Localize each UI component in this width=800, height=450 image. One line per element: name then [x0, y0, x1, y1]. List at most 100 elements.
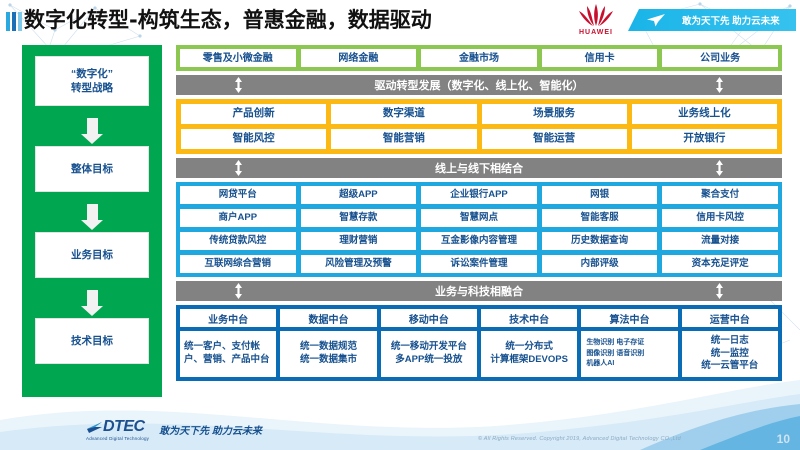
channel-item[interactable]: 智慧网点: [421, 209, 537, 227]
dtec-branding: DTEC Advanced Digital Technology 敢为天下先 助…: [86, 418, 262, 441]
strategy-arrow-1: [35, 106, 149, 146]
channels-row-2: 商户APP 智慧存款 智慧网点 智能客服 信用卡风控: [180, 209, 778, 227]
channels-row-3: 传统贷款风控 理财营销 互金影像内容管理 历史数据查询 流量对接: [180, 232, 778, 250]
midplatform-body[interactable]: 生物识别 电子存证 图像识别 语音识别 机器人AI: [581, 331, 678, 377]
double-arrow-icon: [235, 283, 242, 299]
transformation-item[interactable]: 产品创新: [181, 104, 327, 124]
channel-item[interactable]: 内部评级: [541, 255, 658, 273]
midplatform-body[interactable]: 统一日志 统一监控 统一云管平台: [681, 331, 778, 377]
down-arrow-icon: [81, 290, 103, 316]
double-arrow-icon: [716, 160, 723, 176]
copyright-text: © All Rights Reserved. Copyright 2019, A…: [478, 436, 681, 442]
connector-bar-1: 驱动转型发展（数字化、线上化、智能化）: [176, 75, 782, 95]
channels-row-4: 互联网综合营销 风险管理及预警 诉讼案件管理 内部评级 资本充足评定: [180, 255, 778, 273]
strategy-step-1[interactable]: “数字化” 转型战略: [35, 56, 149, 106]
transformation-item[interactable]: 数字渠道: [331, 104, 477, 124]
business-line-item[interactable]: 网络金融: [300, 49, 417, 67]
channel-item[interactable]: 传统贷款风控: [180, 232, 296, 250]
midplatform-body-line: 统一分布式: [505, 341, 553, 353]
midplatform-body[interactable]: 统一分布式 计算框架DEVOPS: [480, 331, 578, 377]
dtec-logo: DTEC Advanced Digital Technology: [86, 418, 149, 441]
channels-row-1: 网贷平台 超级APP 企业银行APP 网银 聚合支付: [180, 186, 778, 204]
channel-item[interactable]: 网贷平台: [180, 186, 296, 204]
channel-item[interactable]: 超级APP: [300, 186, 417, 204]
slide-footer: DTEC Advanced Digital Technology 敢为天下先 助…: [0, 412, 800, 450]
channels-band: 网贷平台 超级APP 企业银行APP 网银 聚合支付 商户APP 智慧存款 智慧…: [176, 182, 782, 277]
channel-item[interactable]: 历史数据查询: [541, 232, 658, 250]
transformation-item[interactable]: 场景服务: [481, 104, 627, 124]
midplatform-head[interactable]: 业务中台: [180, 309, 277, 327]
channel-item[interactable]: 互金影像内容管理: [421, 232, 537, 250]
title-accent-bars: [6, 12, 22, 31]
channel-item[interactable]: 理财营销: [300, 232, 417, 250]
midplatform-body-line: 计算框架DEVOPS: [490, 354, 568, 365]
double-arrow-icon: [235, 160, 242, 176]
connector-bar-3-label: 业务与科技相融合: [435, 286, 523, 298]
channel-item[interactable]: 智能客服: [541, 209, 658, 227]
business-line-item[interactable]: 信用卡: [541, 49, 658, 67]
channel-item[interactable]: 企业银行APP: [421, 186, 537, 204]
midplatform-column-operation: 运营中台 统一日志 统一监控 统一云管平台: [681, 309, 778, 377]
banner-text: 敢为天下先 助力云未来: [682, 16, 780, 27]
channel-item[interactable]: 商户APP: [180, 209, 296, 227]
dtec-tagline: Advanced Digital Technology: [86, 436, 150, 441]
strategy-step-4-label: 技术目标: [71, 334, 113, 347]
business-line-item[interactable]: 公司业务: [662, 49, 778, 67]
transformation-item[interactable]: 智能风控: [181, 129, 327, 149]
strategy-step-1-line1: “数字化”: [71, 67, 113, 80]
huawei-logo: HUAWEI: [570, 2, 622, 36]
channel-item[interactable]: 信用卡风控: [662, 209, 778, 227]
channel-item[interactable]: 诉讼案件管理: [421, 255, 537, 273]
channel-item[interactable]: 互联网综合营销: [180, 255, 296, 273]
huawei-slogan-banner: 敢为天下先 助力云未来: [628, 9, 796, 31]
midplatform-head[interactable]: 数据中台: [280, 309, 377, 327]
strategy-step-3[interactable]: 业务目标: [35, 232, 149, 278]
strategy-step-1-line2: 转型战略: [71, 82, 113, 94]
midplatform-body[interactable]: 统一客户、支付帐户、营销、产品中台: [180, 331, 277, 377]
midplatform-body-line: 统一日志: [710, 334, 749, 346]
midplatform-column-mobile: 移动中台 统一移动开发平台 多APP统一投放: [380, 309, 477, 377]
strategy-arrow-2: [35, 192, 149, 232]
dtec-logo-main: DTEC: [86, 418, 145, 436]
transformation-item[interactable]: 开放银行: [631, 129, 777, 149]
midplatform-head[interactable]: 运营中台: [681, 309, 778, 327]
business-line-item[interactable]: 金融市场: [421, 49, 537, 67]
dtec-wordmark: DTEC: [103, 418, 145, 435]
transformation-item[interactable]: 智能运营: [481, 129, 627, 149]
channel-item[interactable]: 资本充足评定: [662, 255, 778, 273]
connector-bar-2: 线上与线下相结合: [176, 158, 782, 178]
midplatform-body[interactable]: 统一移动开发平台 多APP统一投放: [380, 331, 477, 377]
channel-item[interactable]: 聚合支付: [662, 186, 778, 204]
business-lines-band: 零售及小微金融 网络金融 金融市场 信用卡 公司业务: [176, 45, 782, 71]
midplatform-body-line: 图像识别 语音识别: [586, 349, 645, 357]
double-arrow-icon: [716, 77, 723, 93]
connector-bar-2-label: 线上与线下相结合: [435, 163, 523, 175]
transformation-row-1: 产品创新 数字渠道 场景服务 业务线上化: [181, 104, 777, 124]
dtec-mark-icon: [87, 421, 102, 433]
page-number: 10: [776, 432, 790, 446]
midplatform-head[interactable]: 移动中台: [380, 309, 477, 327]
strategy-step-3-label: 业务目标: [71, 248, 113, 261]
channel-item[interactable]: 智慧存款: [300, 209, 417, 227]
transformation-item[interactable]: 智能营销: [331, 129, 477, 149]
midplatform-head[interactable]: 算法中台: [581, 309, 678, 327]
huawei-flower-icon: [579, 4, 613, 26]
down-arrow-icon: [81, 204, 103, 230]
channel-item[interactable]: 网银: [541, 186, 658, 204]
midplatform-body[interactable]: 统一数据规范 统一数据集市: [280, 331, 377, 377]
midplatform-column-tech: 技术中台 统一分布式 计算框架DEVOPS: [480, 309, 578, 377]
midplatform-body-line: 生物识别 电子存证: [586, 339, 645, 347]
midplatform-body-line: 统一监控: [710, 347, 749, 359]
strategy-step-2[interactable]: 整体目标: [35, 146, 149, 192]
midplatform-body-line: 统一移动开发平台: [390, 341, 467, 353]
transformation-item[interactable]: 业务线上化: [631, 104, 777, 124]
midplatform-body-line: 统一数据规范: [299, 341, 357, 353]
business-line-item[interactable]: 零售及小微金融: [180, 49, 296, 67]
strategy-step-4[interactable]: 技术目标: [35, 318, 149, 364]
midplatform-body-line: 统一数据集市: [299, 354, 357, 365]
slide-body: “数字化” 转型战略 整体目标 业务目标 技术目标 零售及小微金融 网络金融 金…: [0, 40, 800, 410]
channel-item[interactable]: 流量对接: [662, 232, 778, 250]
midplatform-head[interactable]: 技术中台: [480, 309, 578, 327]
paper-plane-icon: [647, 14, 665, 27]
channel-item[interactable]: 风险管理及预警: [300, 255, 417, 273]
